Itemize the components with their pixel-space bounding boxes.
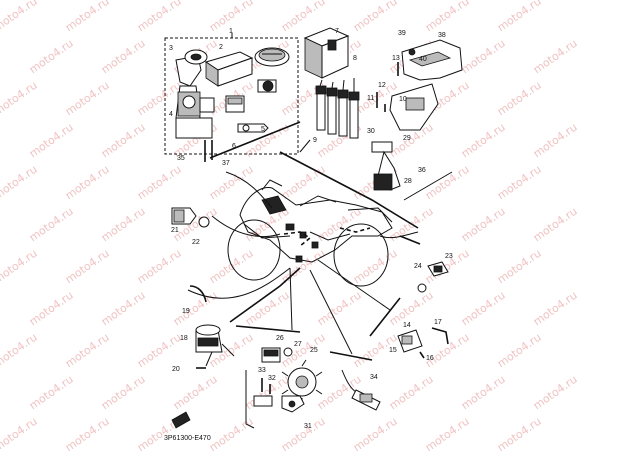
callout-19: 19 [182, 308, 190, 315]
callout-21: 21 [171, 227, 179, 234]
callout-29: 29 [403, 135, 411, 142]
leader-lines [187, 121, 421, 361]
callout-13: 13 [392, 55, 400, 62]
callout-26: 26 [276, 335, 284, 342]
callout-33: 33 [258, 367, 266, 374]
callout-17: 17 [434, 319, 442, 326]
callout-32: 32 [268, 375, 276, 382]
callout-14: 14 [403, 322, 411, 329]
callout-5: 5 [261, 126, 265, 133]
callout-3: 3 [169, 45, 173, 52]
callout-28: 28 [404, 178, 412, 185]
drawing-code: 3P61300-E470 [164, 435, 211, 442]
callout-24: 24 [414, 263, 422, 270]
callout-10: 10 [399, 96, 407, 103]
callout-7: 7 [335, 28, 339, 35]
callout-8: 8 [353, 55, 357, 62]
callout-1: 1 [229, 28, 233, 35]
ignition-coils [303, 27, 360, 139]
callout-30: 30 [367, 128, 375, 135]
callout-38: 38 [438, 32, 446, 39]
callout-18: 18 [180, 335, 188, 342]
o2-sensor-34 [341, 369, 381, 411]
callout-9: 9 [313, 137, 317, 144]
switch-14-17 [397, 327, 449, 359]
callout-labels: 1 2 3 4 5 6 7 8 9 10 11 12 13 14 15 16 1… [169, 28, 453, 430]
clip-part [171, 411, 191, 429]
switch-21-22 [171, 207, 210, 228]
callout-16: 16 [426, 355, 434, 362]
callout-4: 4 [169, 111, 173, 118]
callout-15: 15 [389, 347, 397, 354]
callout-25: 25 [310, 347, 318, 354]
motorcycle-outline [227, 179, 393, 287]
callout-20: 20 [172, 366, 180, 373]
sensor-23-24 [417, 261, 449, 293]
callout-6: 6 [232, 143, 236, 150]
pickup-assembly [245, 347, 323, 429]
callout-27: 27 [294, 341, 302, 348]
ecu-ignition-group [164, 33, 299, 162]
bracket-assembly [371, 39, 463, 201]
callout-37: 37 [222, 160, 230, 167]
callout-22: 22 [192, 239, 200, 246]
sensor-18-19-20 [189, 285, 235, 369]
callout-35: 35 [177, 155, 185, 162]
callout-31: 31 [304, 423, 312, 430]
callout-40: 40 [419, 56, 427, 63]
callout-36: 36 [418, 167, 426, 174]
callout-11: 11 [367, 95, 374, 102]
callout-34: 34 [370, 374, 378, 381]
callout-12: 12 [378, 82, 386, 89]
callout-39: 39 [398, 30, 406, 37]
callout-23: 23 [445, 253, 453, 260]
callout-2: 2 [219, 44, 223, 51]
